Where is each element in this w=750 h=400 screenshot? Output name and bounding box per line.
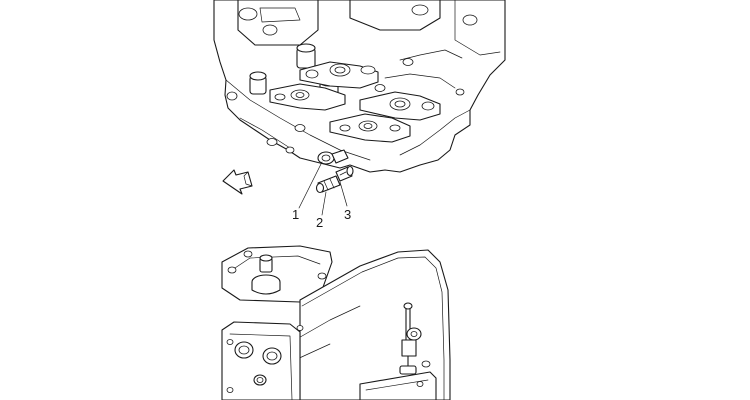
gauge-port [234, 341, 254, 359]
bolt-head [374, 84, 386, 92]
lower-housing-assembly [221, 245, 451, 400]
bolt-head [226, 387, 234, 393]
rocker-bridge-row [329, 91, 441, 143]
gauge-port [262, 347, 282, 365]
bolt-head [421, 360, 431, 368]
bolt-head [243, 250, 253, 258]
bolt-head [411, 4, 429, 16]
elbow-fitting [317, 149, 349, 165]
bolt-head [317, 272, 327, 280]
bolt-head [402, 58, 414, 66]
bolt-head [262, 24, 278, 36]
callout-1: 1 [292, 207, 299, 222]
bolt-head [285, 146, 295, 154]
bolt-head [226, 91, 238, 101]
direction-arrow-icon [222, 169, 253, 195]
gauge-port [253, 374, 267, 386]
injector-sleeve [249, 71, 267, 95]
bolt-head [266, 138, 278, 146]
dipstick-rod [399, 302, 422, 375]
rocker-bridge-row [269, 61, 379, 111]
bolt-head [238, 7, 258, 21]
callout-2: 2 [316, 215, 323, 230]
bolt-head [227, 266, 237, 274]
callout-3: 3 [344, 207, 351, 222]
leader-lines [298, 161, 348, 216]
injector-sleeve [296, 43, 316, 69]
fitting-assembly [315, 149, 354, 194]
straight-adapter [315, 175, 341, 194]
cylinder-head-assembly [213, 0, 506, 173]
bolt-head [416, 381, 424, 387]
bolt-head [226, 339, 234, 345]
locating-pin [251, 254, 281, 295]
bolt-head [462, 14, 478, 26]
nipple-fitting [335, 165, 354, 182]
bolt-head [294, 124, 306, 132]
bolt-head [296, 325, 304, 331]
bolt-head [455, 88, 465, 96]
